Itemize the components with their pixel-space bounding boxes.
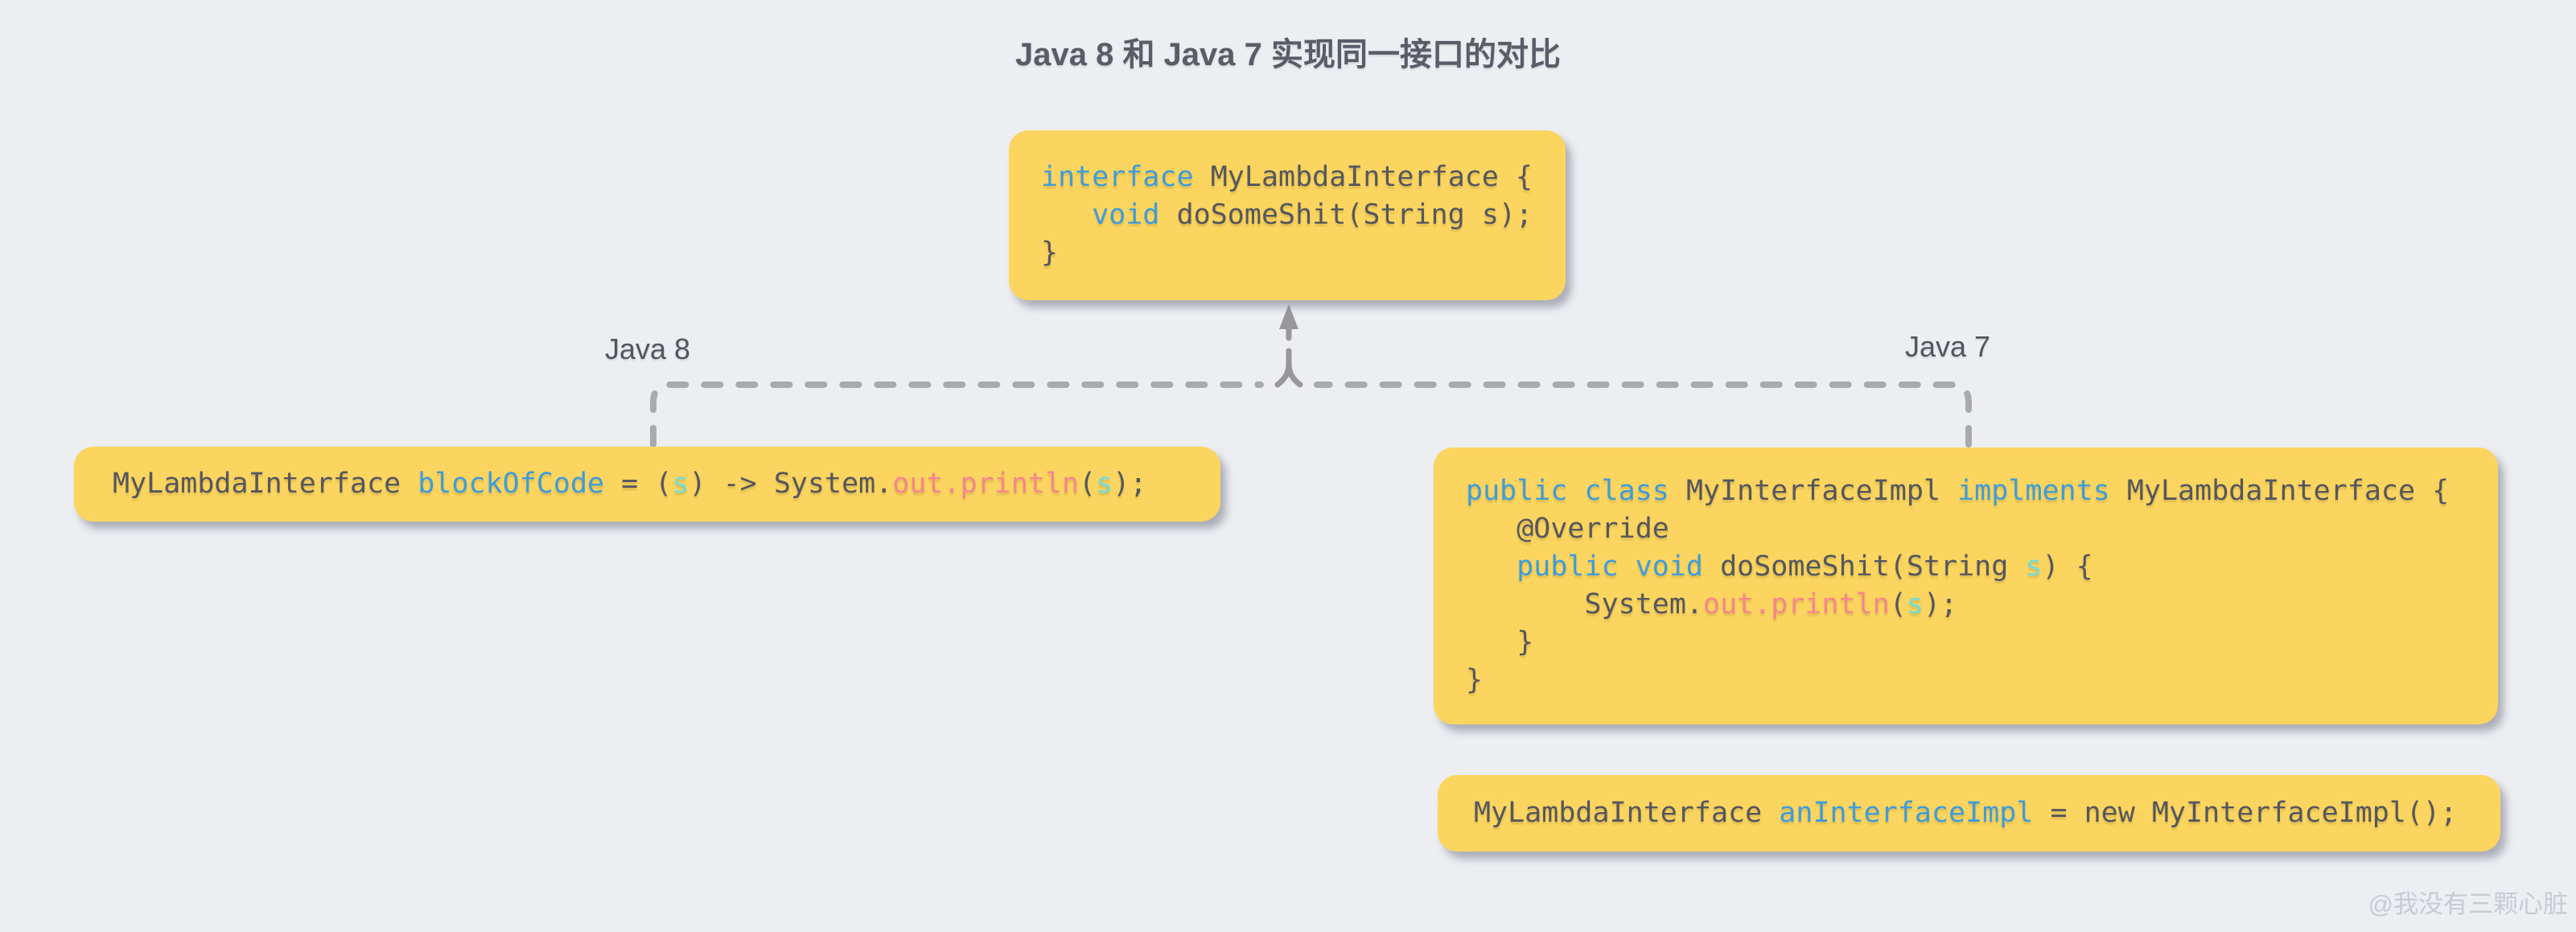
dashed-branch-right (1314, 381, 1972, 447)
code-line: public void doSomeShit(String s) { (1516, 551, 2093, 583)
code-line: } (1466, 664, 1483, 696)
java7-code-box: public class MyInterfaceImpl implments M… (1434, 447, 2498, 724)
code-line: @Override (1466, 513, 1669, 545)
java7-code: public class MyInterfaceImpl implments M… (1466, 472, 2466, 699)
up-arrow-icon (1274, 304, 1303, 388)
interface-code-box: interface MyLambdaInterface { void doSom… (1009, 130, 1566, 300)
code-line: interface MyLambdaInterface { (1041, 161, 1533, 193)
code-line: MyLambdaInterface blockOfCode = (s) -> S… (113, 468, 1147, 500)
code-line: } (1041, 237, 1059, 269)
dashed-branch-left (650, 381, 1264, 447)
diagram-title: Java 8 和 Java 7 实现同一接口的对比 (1014, 37, 1562, 72)
interface-code: interface MyLambdaInterface { void doSom… (1041, 159, 1533, 272)
java8-code: MyLambdaInterface blockOfCode = (s) -> S… (113, 465, 1146, 503)
java8-label: Java 8 (604, 332, 691, 365)
java8-code-box: MyLambdaInterface blockOfCode = (s) -> S… (74, 447, 1220, 522)
code-line: void doSomeShit(String s); (1092, 199, 1533, 231)
java7-label: Java 7 (1904, 330, 1991, 363)
code-line: } (1466, 626, 1534, 658)
java7-usage-code-box: MyLambdaInterface anInterfaceImpl = new … (1438, 775, 2500, 852)
watermark: @我没有三颗心脏 (2368, 890, 2568, 918)
code-line: System.out.println(s); (1466, 588, 1958, 621)
code-line: public class MyInterfaceImpl implments M… (1466, 475, 2450, 507)
java7-usage-code: MyLambdaInterface anInterfaceImpl = new … (1474, 794, 2457, 832)
code-line: MyLambdaInterface anInterfaceImpl = new … (1474, 797, 2458, 829)
